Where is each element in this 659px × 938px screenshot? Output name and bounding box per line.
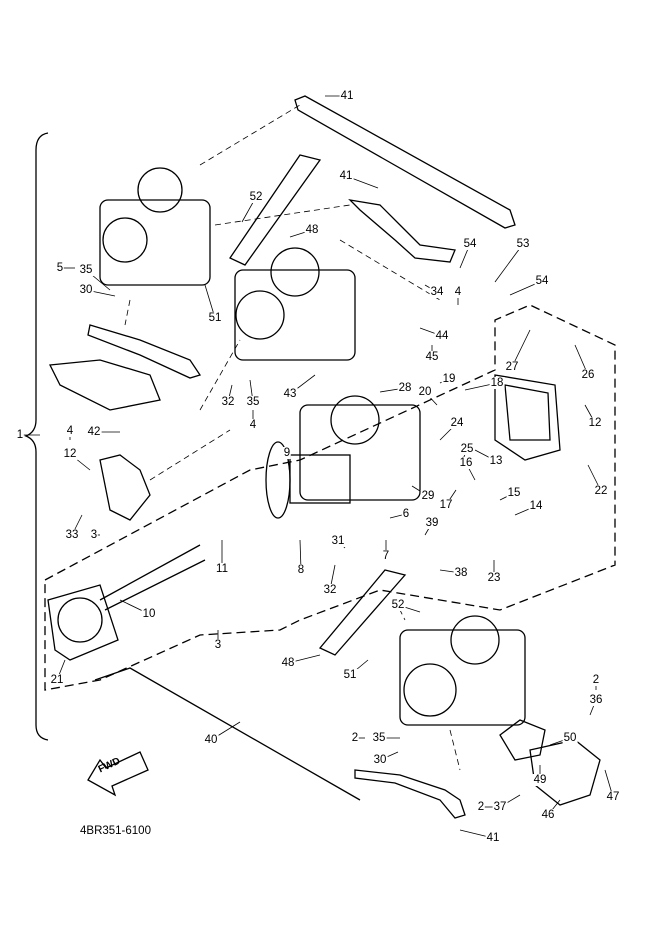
callout-label: 19 [441,373,457,385]
callout-label: 4 [248,419,258,431]
callout-label: 38 [453,567,469,579]
callout-label: 30 [78,284,94,296]
callout-label: 13 [488,455,504,467]
callout-label: 2 [476,801,486,813]
callout-label: 27 [504,361,520,373]
throttle-rod-48 [229,154,322,266]
callout-label: 1 [15,429,25,441]
spring [99,544,206,611]
callout-label: 48 [280,657,296,669]
fwd-arrow-icon [87,751,149,797]
float-bowl [494,374,561,461]
callout-leader-line [511,329,531,368]
callout-label: 7 [381,550,391,562]
callout-label: 52 [248,191,264,203]
callout-label: 6 [401,508,411,520]
plate-37 [499,719,546,761]
callout-label: 5 [55,262,65,274]
callout-label: 28 [397,382,413,394]
callout-label: 52 [390,599,406,611]
callout-label: 30 [372,754,388,766]
carburetor-top-left [99,167,211,286]
callout-label: 11 [215,563,229,575]
dash-leaders [124,104,461,771]
callout-label: 3 [89,529,99,541]
top-rail [294,95,516,229]
callout-label: 15 [506,487,522,499]
callout-label: 18 [489,377,505,389]
callout-label: 9 [282,447,292,459]
dashed-boundary [44,304,616,691]
callout-label: 3 [213,639,223,651]
diaphragm-piston [265,441,351,519]
callout-label: 48 [304,224,320,236]
lower-rail [354,769,466,819]
callout-label: 21 [49,674,65,686]
callout-label: 34 [429,286,445,298]
callout-label: 12 [62,448,78,460]
callout-label: 31 [330,535,346,547]
callout-label: 35 [245,396,261,408]
callout-label: 32 [322,584,338,596]
callout-label: 33 [64,529,80,541]
callout-label: 47 [605,791,621,803]
callout-label: 39 [424,517,440,529]
callout-label: 2 [591,674,601,686]
assembly-brace [24,132,49,741]
cable-40 [94,667,361,801]
callout-label: 54 [462,238,478,250]
callout-label: 54 [534,275,550,287]
callout-label: 37 [492,801,508,813]
callout-label: 50 [562,732,578,744]
callout-label: 35 [371,732,387,744]
choke-plate [48,359,161,411]
callout-label: 24 [449,417,465,429]
callout-label: 20 [417,386,433,398]
callout-label: 4 [453,286,463,298]
callout-label: 35 [78,264,94,276]
callout-label: 51 [207,312,223,324]
callout-label: 16 [458,457,474,469]
callout-label: 49 [532,774,548,786]
carburetor-middle [299,395,421,501]
callout-label: 2 [350,732,360,744]
callout-label: 41 [338,170,354,182]
throttle-rod-48-lower [318,569,407,656]
callout-label: 53 [515,238,531,250]
callout-label: 41 [485,832,501,844]
callout-label: 17 [438,499,454,511]
callout-label: 12 [587,417,603,429]
callout-label: 4 [65,425,75,437]
callout-label: 29 [420,490,436,502]
callout-label: 25 [459,443,475,455]
diaphragm-cover [47,584,119,661]
callout-label: 42 [86,426,102,438]
carburetor-center [234,247,356,361]
callout-label: 43 [282,388,298,400]
callout-label: 51 [342,669,358,681]
callout-label: 32 [220,396,236,408]
carburetor-bottom [399,615,526,726]
callout-label: 14 [528,500,544,512]
callout-label: 41 [339,90,355,102]
part-code: 4BR351-6100 [80,825,151,837]
leader-lines [20,95,614,839]
bracket-42 [99,454,151,521]
callout-label: 23 [486,572,502,584]
callout-label: 45 [424,351,440,363]
callout-label: 40 [203,734,219,746]
bracket-plate [348,199,456,263]
callout-label: 22 [593,485,609,497]
callout-label: 44 [434,330,450,342]
callout-label: 10 [141,608,157,620]
callout-label: 8 [296,564,306,576]
callout-label: 26 [580,369,596,381]
callout-label: 36 [588,694,604,706]
callout-label: 46 [540,809,556,821]
callout-leader-line [494,243,524,283]
link-arm [87,324,202,379]
